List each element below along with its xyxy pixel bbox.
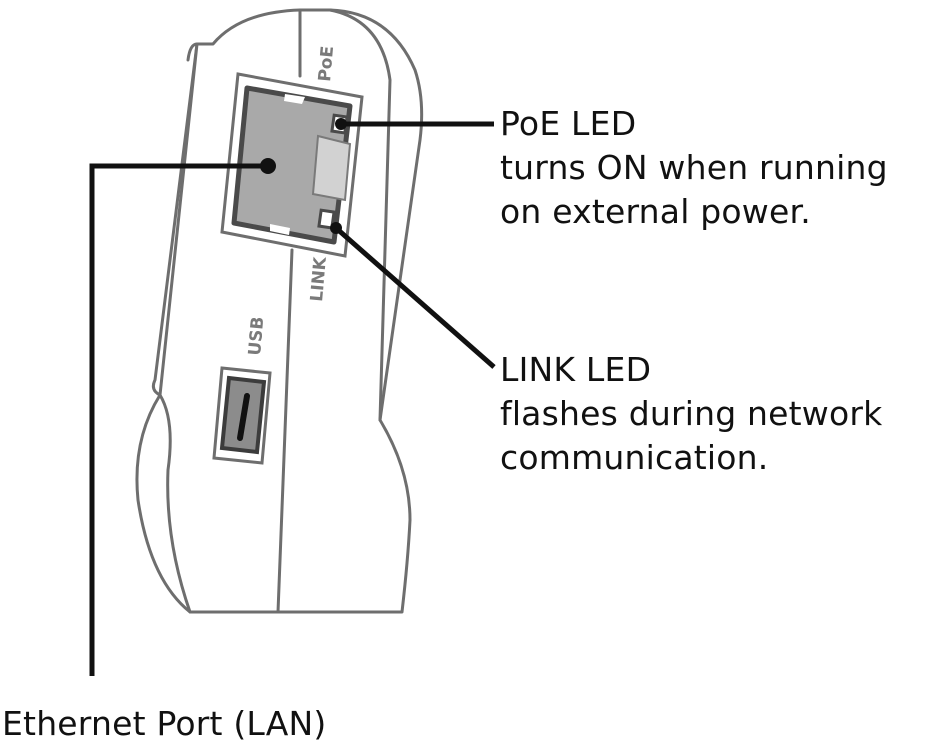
- poe-led-desc-line-1: turns ON when running: [500, 148, 888, 187]
- ethernet-port: [220, 72, 364, 258]
- ethernet-port-title: Ethernet Port (LAN): [2, 704, 327, 743]
- link-led: [317, 208, 336, 230]
- poe-label: PoE: [315, 45, 338, 82]
- usb-port-tongue: [237, 393, 250, 441]
- ethernet-port-latch: [311, 134, 352, 202]
- link-led-desc-line-1: flashes during network: [500, 394, 883, 433]
- poe-led-desc-line-2: on external power.: [500, 192, 811, 231]
- device-lower-lobe: [158, 393, 192, 614]
- ethernet-port-bottom-notch: [270, 224, 290, 235]
- poe-led-callout: PoE LED turns ON when running on externa…: [500, 102, 888, 234]
- device-seam: [276, 8, 302, 614]
- link-led-title: LINK LED: [500, 350, 652, 389]
- ethernet-leader-dot: [260, 158, 276, 174]
- link-label: LINK: [307, 255, 331, 302]
- link-leader-line: [334, 226, 496, 369]
- device-right-cap: [328, 8, 392, 422]
- ethernet-port-socket: [231, 85, 353, 245]
- link-leader-dot: [330, 222, 342, 234]
- poe-led-title: PoE LED: [500, 104, 637, 143]
- link-led-callout: LINK LED flashes during network communic…: [500, 348, 882, 480]
- ethernet-leader-line: [89, 163, 268, 676]
- leader-lines: [89, 118, 496, 676]
- usb-port: [212, 366, 272, 465]
- ethernet-port-top-notch: [284, 94, 305, 104]
- link-led-desc-line-2: communication.: [500, 438, 769, 477]
- poe-leader-dot: [335, 118, 347, 130]
- usb-label: USB: [245, 316, 268, 357]
- ethernet-port-callout: Ethernet Port (LAN): [2, 702, 327, 746]
